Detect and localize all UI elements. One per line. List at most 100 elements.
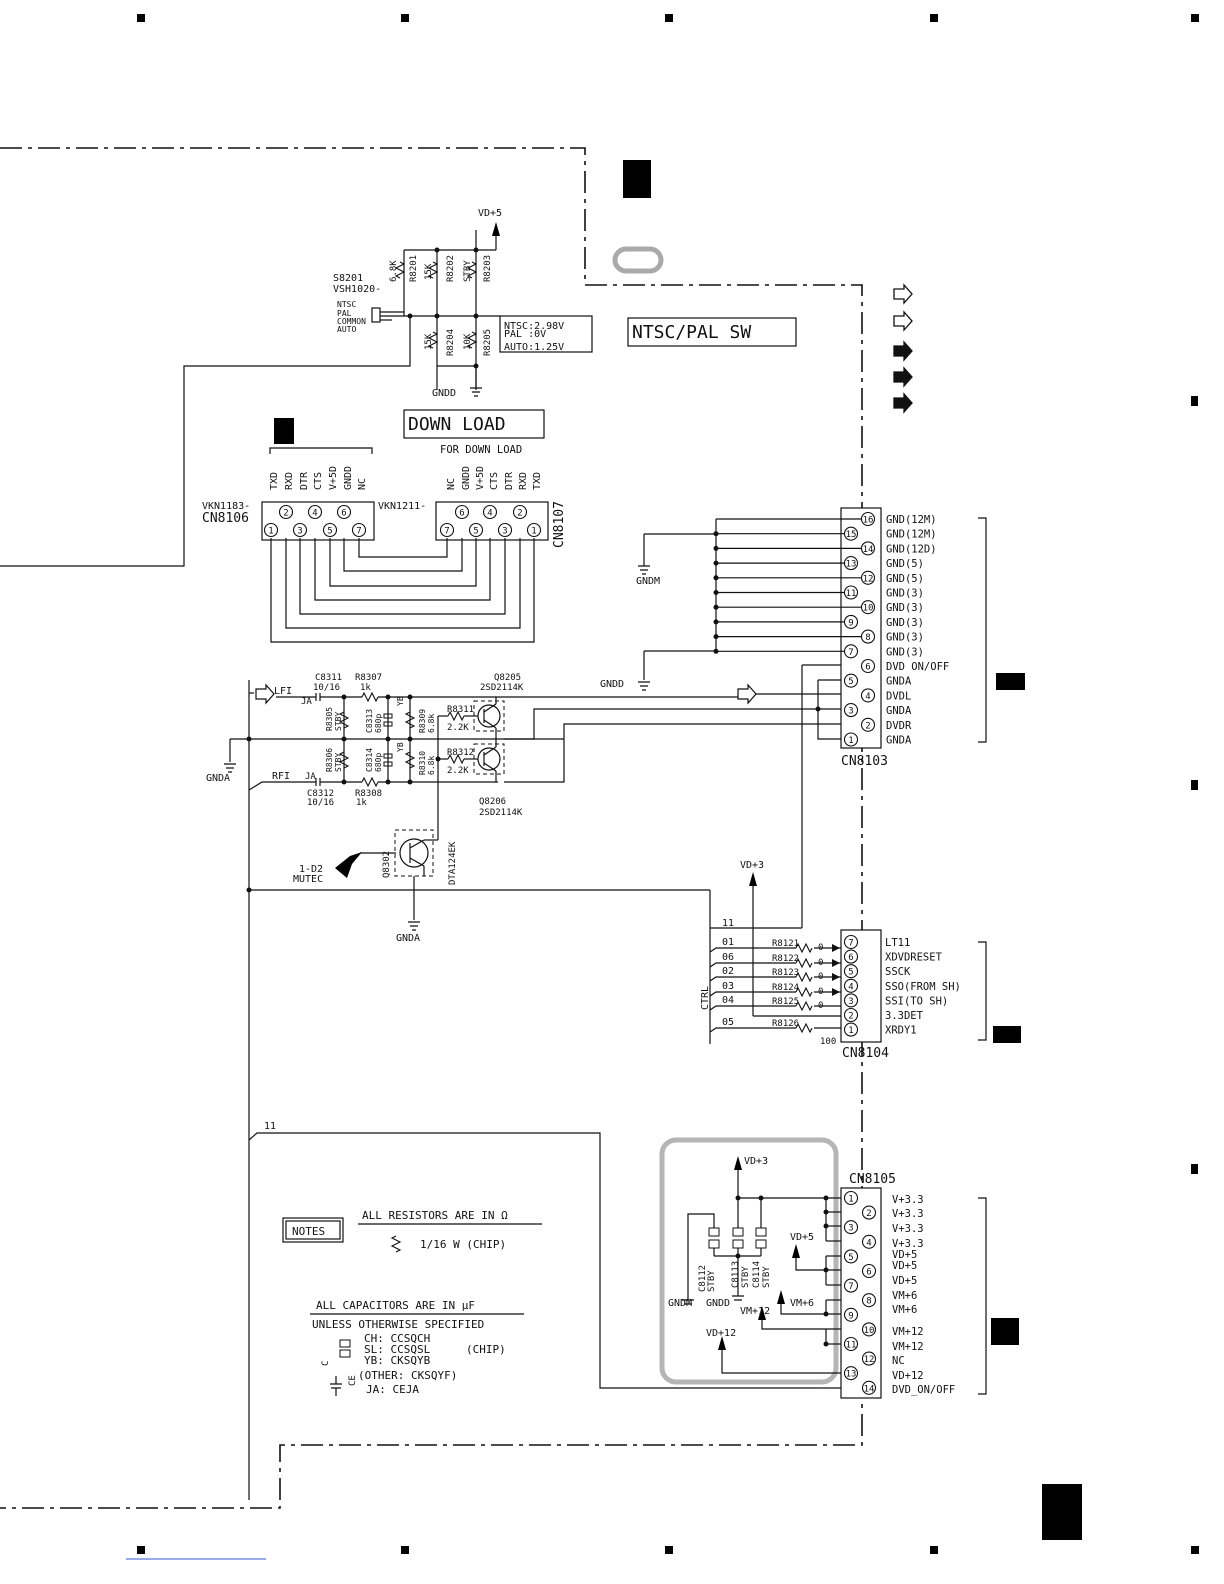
ctrl-bus-line-label: 02 xyxy=(722,966,734,977)
flow-arrow-open-icon xyxy=(893,310,913,332)
r8202-ref: R8202 xyxy=(446,255,456,282)
cn8103-pin-number: 5 xyxy=(848,677,853,687)
flow-arrow-solid-icon xyxy=(893,366,913,388)
cn8104-pin-number: 5 xyxy=(848,968,853,978)
cn8104-pin-label: SSO(FROM SH) xyxy=(885,981,961,993)
cn8107-pin-number: 2 xyxy=(517,509,522,519)
c8314-ref: C8314 xyxy=(365,748,374,772)
ntsc-pal-title: NTSC/PAL SW xyxy=(632,322,751,343)
cn8103-pin-label: GND(3) xyxy=(886,632,924,644)
cn8105-pin-number: 1 xyxy=(848,1195,853,1205)
cn8106-pin-number: 3 xyxy=(297,527,302,537)
r8204-ref: R8204 xyxy=(446,329,456,356)
cn8103-pin: 14 xyxy=(860,541,876,556)
reg-mark xyxy=(137,1546,145,1554)
cn8104-pin-label: XRDY1 xyxy=(885,1025,917,1037)
flow-arrow-solid-icon xyxy=(893,340,913,362)
cn8103-pin-label: DVDR xyxy=(886,720,912,732)
power-arrow-icon xyxy=(749,872,757,886)
cn8103-pin-label: GNDA xyxy=(886,735,912,747)
reg-mark xyxy=(1191,1546,1199,1554)
cn8106-signal-label: GNDD xyxy=(343,466,354,490)
c8311-value: 10/16 xyxy=(313,683,340,693)
r8201-ref: R8201 xyxy=(409,255,419,282)
cn8105-pin-label: V+3.3 xyxy=(892,1194,924,1206)
cn8105-pin: 7 xyxy=(843,1278,859,1293)
notes-sl: SL: CCSQSL xyxy=(364,1343,431,1356)
cn8103-ref: CN8103 xyxy=(841,754,888,769)
vd5-label: VD+5 xyxy=(478,208,502,219)
cn8106-pin: 1 xyxy=(263,522,279,538)
cn8103-pin-label: GND(12D) xyxy=(886,543,937,555)
slide-switch-body xyxy=(371,307,381,323)
capacitor-icon xyxy=(339,1349,351,1358)
cn8105-pin: 6 xyxy=(861,1263,877,1279)
ctrl-bus-line-label: 01 xyxy=(722,937,734,948)
notes-ja: JA: CEJA xyxy=(366,1383,419,1396)
c8113-ref: C8113 xyxy=(731,1261,741,1288)
cn8103-pin-number: 2 xyxy=(865,721,870,731)
notes-cap-sub: UNLESS OTHERWISE SPECIFIED xyxy=(312,1318,484,1331)
cn8105-vm12-label: VM+12 xyxy=(740,1306,770,1317)
cn8107-pin-number: 5 xyxy=(473,527,478,537)
cn8104-pin: 4 xyxy=(843,978,859,993)
cn8105-pin-label: V+3.3 xyxy=(892,1223,924,1235)
section-marker-block xyxy=(623,160,651,198)
cn8105-pin-label: VM+6 xyxy=(892,1290,917,1302)
cn8106-pin: 7 xyxy=(351,522,367,538)
c8114-ref: C8114 xyxy=(752,1261,762,1288)
cn8105-pin-number: 2 xyxy=(866,1209,871,1219)
power-arrow-icon xyxy=(792,1244,800,1258)
registration-marks xyxy=(126,14,1199,1560)
c8113-value: STBY xyxy=(741,1266,751,1288)
r8311-value: 2.2K xyxy=(447,723,469,733)
cn8105-pin: 4 xyxy=(861,1234,877,1249)
r8202-value: 15K xyxy=(424,263,434,280)
cn8105-pin-number: 8 xyxy=(866,1297,871,1307)
cn8105-pin-number: 5 xyxy=(848,1253,853,1263)
r8307-value: 1k xyxy=(360,683,371,693)
cn8105-gndm-label: GNDM xyxy=(668,1298,692,1309)
cn8103-pin-label: DVDL xyxy=(886,690,911,702)
audio-section: LFI JA C8311 10/16 R8307 1k R8305 STBY C… xyxy=(206,673,841,1500)
cn8103-pin-label: GND(3) xyxy=(886,602,924,614)
cn8105-pin-number: 4 xyxy=(866,1238,871,1248)
cn8103-pin: 3 xyxy=(843,703,859,718)
cn8107-model: VKN1211- xyxy=(378,501,426,512)
r8309-ref: R8309 xyxy=(418,709,427,733)
cn8104-pin: 2 xyxy=(843,1007,859,1023)
r8306-ref: R8306 xyxy=(325,748,334,772)
ja-label-2: JA xyxy=(305,772,316,782)
q8205-transistor-icon xyxy=(477,704,501,728)
cn8104-pin: 1 xyxy=(843,1022,859,1037)
r8312-ref: R8312 xyxy=(447,748,474,758)
power-arrow-icon xyxy=(718,1336,726,1350)
cn8107-pin: 6 xyxy=(454,504,470,520)
cn8107-pin: 1 xyxy=(526,522,542,538)
cn8104-resistor-ref: R8125 xyxy=(772,997,799,1007)
cn8105-ref: CN8105 xyxy=(849,1172,896,1187)
cn8106-pin-number: 4 xyxy=(312,509,317,519)
cn8105-gndd-label: GNDD xyxy=(706,1298,730,1309)
cn8105-pin-number: 7 xyxy=(848,1282,853,1292)
volt-ntsc: NTSC:2.98V xyxy=(504,321,564,332)
r8305-ref: R8305 xyxy=(325,707,334,731)
cn8104-pin-label: LT11 xyxy=(885,937,910,949)
cn8105-pin: 1 xyxy=(843,1190,859,1206)
r8308-value: 1k xyxy=(356,798,367,808)
cn8107-pin: 3 xyxy=(497,522,513,538)
reg-mark xyxy=(1191,396,1198,406)
ctrl-bus-line-label: 05 xyxy=(722,1017,734,1028)
cn8103-pin-label: GND(12M) xyxy=(886,529,937,541)
cn8104-pin-number: 1 xyxy=(848,1026,853,1036)
notes-cap-head: ALL CAPACITORS ARE IN μF xyxy=(316,1299,475,1312)
cn8104-pin: 7 xyxy=(843,934,859,950)
r8309-value: 6.8k xyxy=(427,714,436,733)
cn8104-pin-number: 2 xyxy=(848,1012,853,1022)
download-title-box xyxy=(403,409,545,439)
cn8105-pin-label: NC xyxy=(892,1355,905,1367)
r8311-ref: R8311 xyxy=(447,705,474,715)
